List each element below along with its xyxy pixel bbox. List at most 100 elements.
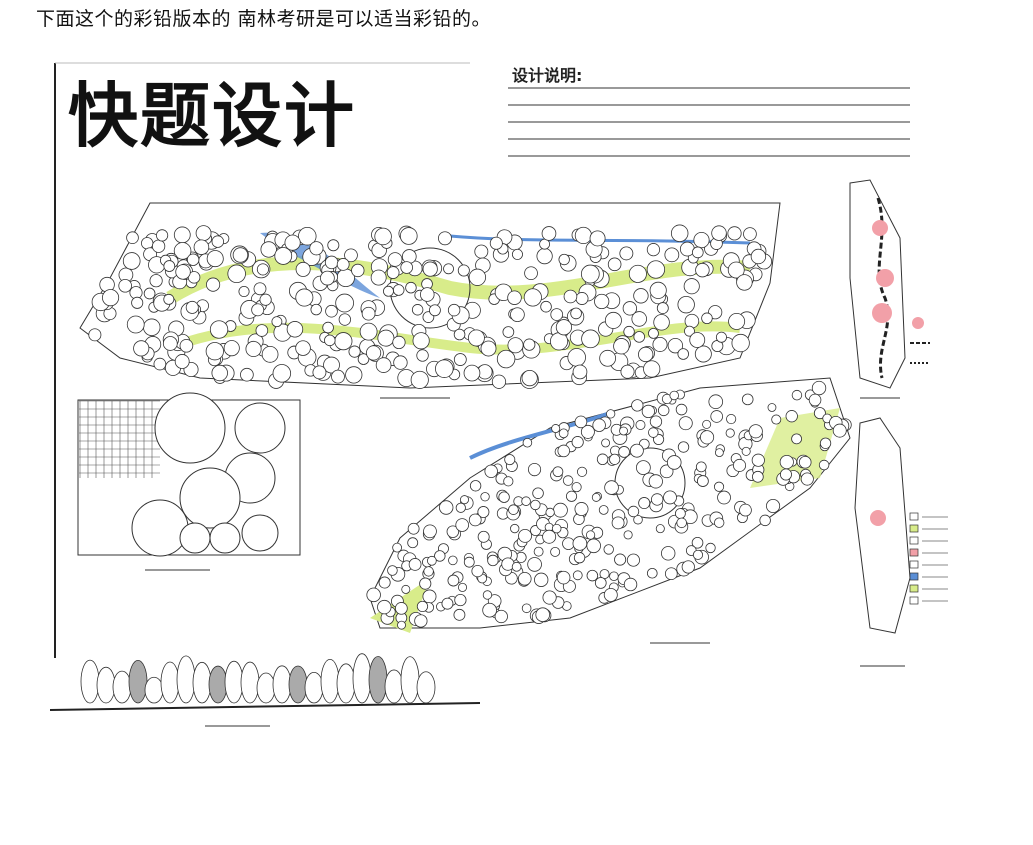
- tree-canopy: [508, 504, 519, 515]
- tree-canopy: [771, 414, 782, 425]
- tree-canopy: [131, 499, 189, 557]
- tree-canopy: [295, 288, 314, 307]
- tree-canopy: [88, 328, 102, 342]
- tree-canopy: [798, 455, 812, 469]
- legend-swatch: [912, 317, 924, 329]
- tree-canopy: [260, 241, 277, 258]
- tree-canopy: [558, 428, 569, 439]
- tree-canopy: [715, 331, 727, 343]
- tree-canopy: [377, 599, 392, 615]
- tree-canopy: [553, 502, 568, 518]
- section-tree: [320, 658, 340, 704]
- tree-canopy: [400, 261, 414, 274]
- tree-canopy: [438, 231, 452, 246]
- tree-canopy: [327, 239, 340, 252]
- section-tree: [224, 660, 244, 704]
- tree-canopy: [571, 482, 582, 493]
- tree-canopy: [489, 236, 503, 250]
- tree-canopy: [542, 529, 557, 544]
- tree-canopy: [604, 311, 622, 329]
- tree-canopy: [507, 337, 524, 354]
- tree-canopy: [153, 357, 167, 371]
- tree-canopy: [572, 536, 588, 551]
- section-tree: [416, 671, 436, 704]
- notes-label: 设计说明:: [512, 66, 583, 85]
- tree-canopy: [238, 285, 250, 298]
- tree-canopy: [205, 342, 224, 361]
- tree-canopy: [558, 253, 570, 266]
- tree-canopy: [487, 554, 499, 567]
- tree-canopy: [628, 264, 647, 283]
- tree-canopy: [623, 530, 633, 540]
- tree-canopy: [524, 266, 538, 281]
- tree-canopy: [751, 453, 765, 467]
- tree-canopy: [468, 268, 487, 286]
- tree-canopy: [562, 537, 575, 550]
- tree-canopy: [454, 593, 467, 607]
- tree-canopy: [471, 564, 484, 578]
- tree-canopy: [551, 424, 561, 434]
- tree-canopy: [370, 269, 387, 286]
- tree-canopy: [573, 552, 586, 564]
- tree-canopy: [557, 444, 570, 458]
- tree-canopy: [580, 424, 595, 439]
- tree-canopy: [702, 419, 712, 429]
- tree-canopy: [149, 274, 163, 288]
- tree-canopy: [309, 241, 324, 256]
- tree-canopy: [331, 369, 345, 384]
- tree-canopy: [591, 492, 601, 502]
- tree-canopy: [574, 415, 588, 429]
- tree-canopy: [507, 290, 522, 305]
- tree-canopy: [592, 418, 606, 432]
- tree-canopy: [240, 367, 254, 382]
- section-tree: [80, 659, 100, 704]
- tree-canopy: [691, 246, 704, 259]
- legend-swatch: [909, 548, 919, 557]
- tree-canopy: [678, 416, 693, 431]
- tree-canopy: [163, 260, 176, 272]
- tree-canopy: [691, 536, 704, 549]
- tree-canopy: [656, 302, 669, 315]
- tree-canopy: [234, 402, 286, 454]
- tree-canopy: [271, 316, 283, 328]
- tree-canopy: [589, 230, 606, 247]
- tree-canopy: [401, 249, 417, 264]
- tree-canopy: [447, 303, 461, 317]
- tree-canopy: [102, 289, 120, 307]
- tree-canopy: [599, 349, 617, 367]
- tree-canopy: [607, 257, 622, 272]
- tree-canopy: [518, 528, 532, 543]
- tree-canopy: [541, 226, 557, 241]
- tree-canopy: [504, 454, 516, 466]
- tree-canopy: [739, 503, 752, 517]
- tree-canopy: [567, 348, 586, 367]
- tree-canopy: [455, 518, 470, 532]
- tree-canopy: [601, 438, 611, 448]
- tree-canopy: [736, 274, 753, 291]
- tree-canopy: [320, 270, 335, 286]
- tree-canopy: [575, 292, 589, 305]
- tree-canopy: [251, 303, 265, 317]
- tree-canopy: [732, 458, 747, 472]
- tree-canopy: [298, 226, 317, 246]
- section-tree: [288, 665, 308, 704]
- tree-canopy: [711, 225, 727, 241]
- legend-swatch: [909, 536, 919, 545]
- section-tree: [304, 671, 324, 704]
- tree-canopy: [118, 278, 132, 293]
- tree-canopy: [741, 446, 751, 456]
- tree-canopy: [392, 542, 403, 553]
- tree-canopy: [586, 569, 599, 582]
- tree-canopy: [522, 437, 533, 448]
- tree-canopy: [657, 404, 670, 417]
- sketch-drawing: [50, 62, 948, 727]
- tree-canopy: [574, 502, 589, 517]
- tree-canopy: [618, 446, 630, 458]
- tree-canopy: [570, 307, 582, 320]
- tree-canopy: [677, 348, 689, 360]
- tree-canopy: [392, 335, 406, 350]
- tree-canopy: [511, 248, 523, 260]
- tree-canopy: [585, 530, 596, 540]
- tree-canopy: [534, 572, 549, 587]
- legend-swatch: [909, 560, 919, 569]
